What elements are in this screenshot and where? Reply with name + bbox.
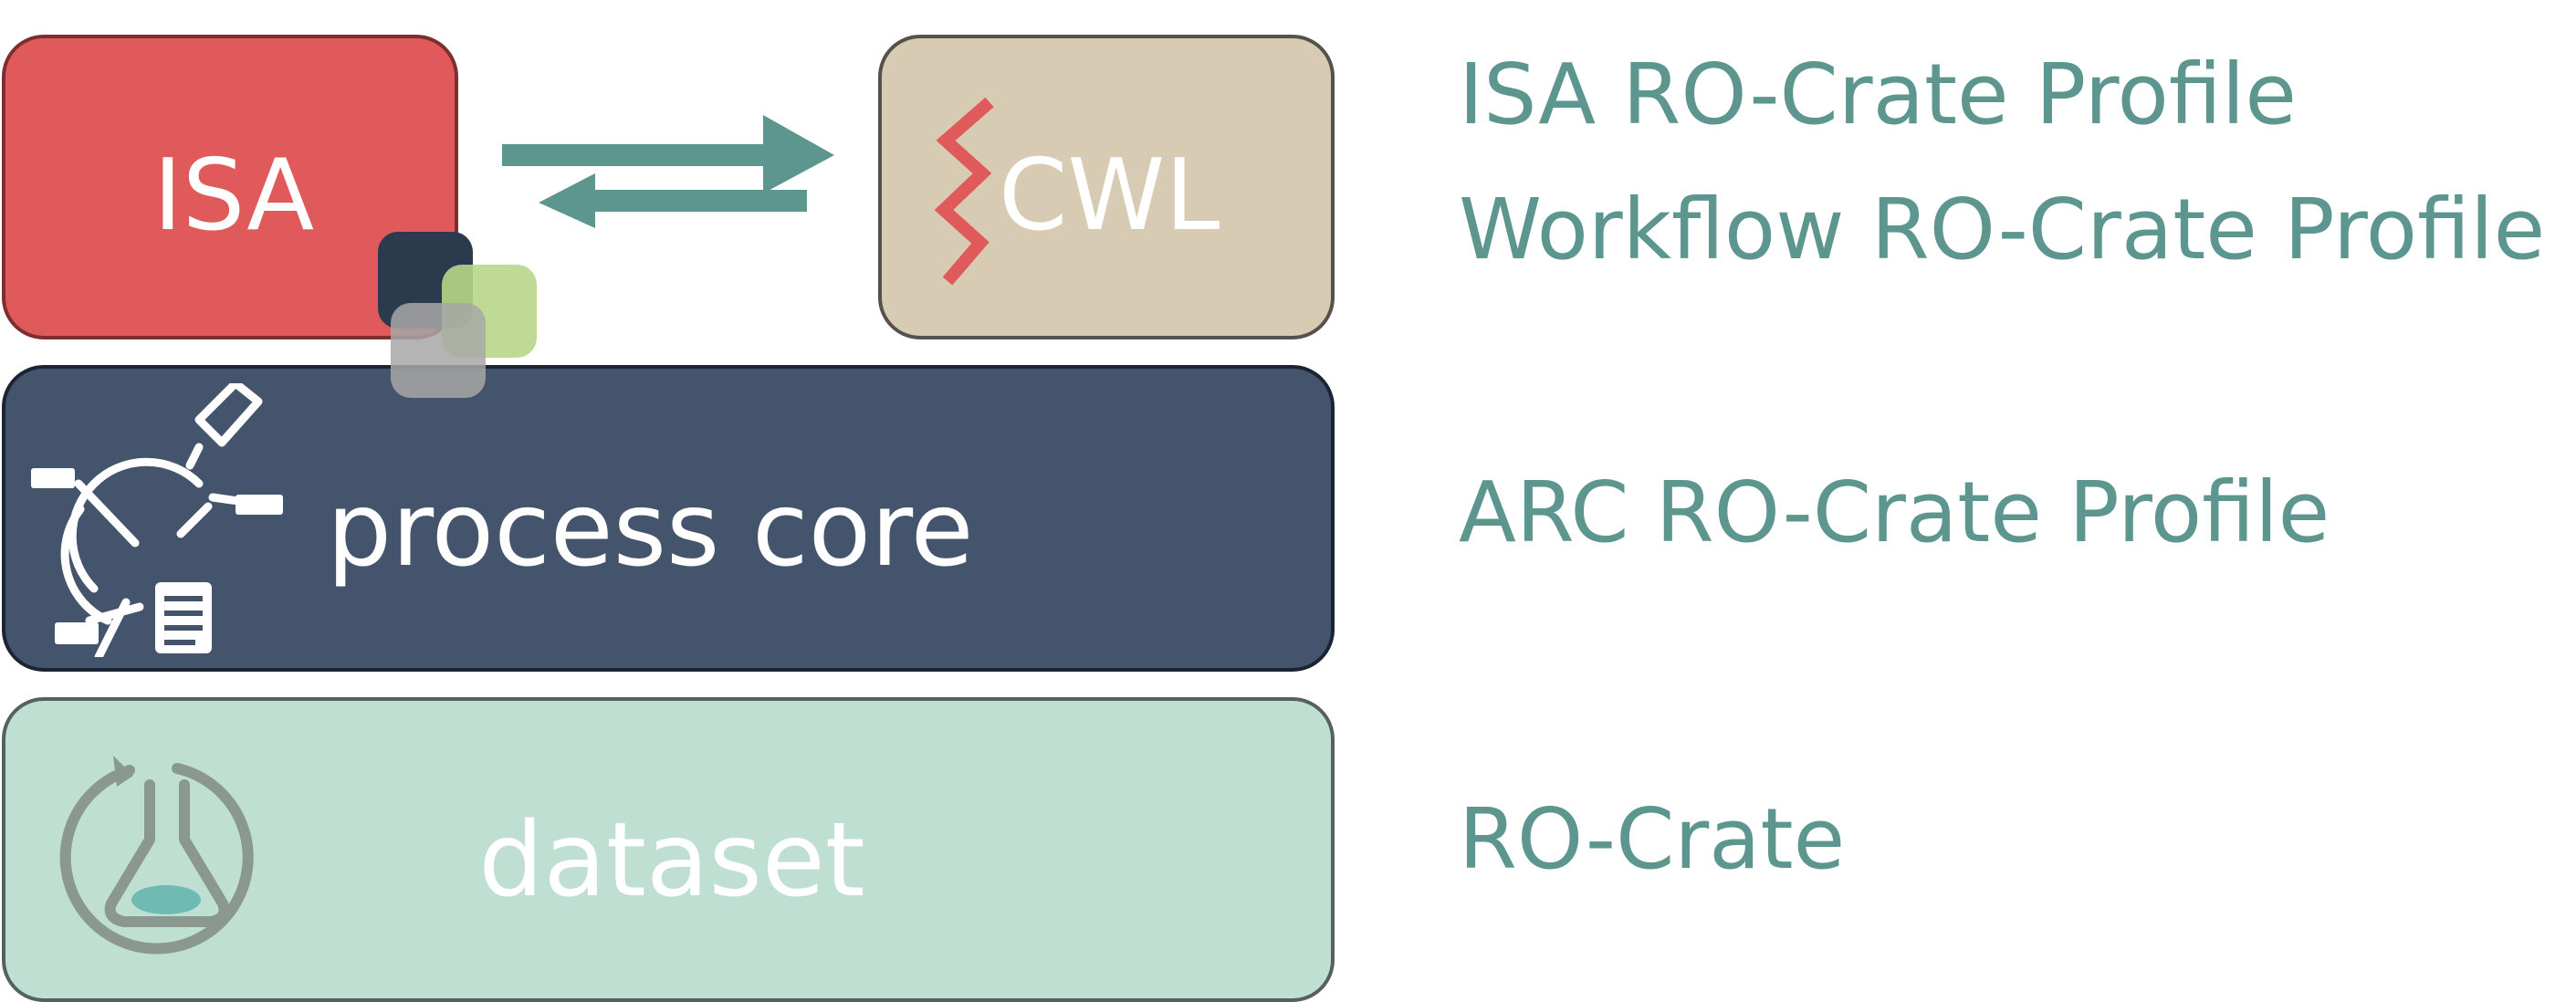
bidirectional-arrows-icon [502, 115, 834, 228]
dataset-box: dataset [2, 697, 1335, 1002]
process-core-label: process core [327, 471, 974, 590]
isa-box: ISA [2, 35, 458, 339]
arc-squares-icon [378, 232, 537, 398]
process-workflow-icon [31, 383, 283, 657]
dataset-flask-icon [59, 756, 254, 955]
cwl-label: CWL [999, 139, 1220, 253]
cwl-box: CWL [878, 35, 1335, 339]
dataset-label: dataset [478, 801, 865, 920]
profile-label-workflow: Workflow RO-Crate Profile [1459, 181, 2546, 278]
process-core-box: process core [2, 365, 1335, 672]
cwl-zigzag-icon [934, 97, 994, 286]
profile-label-ro-crate: RO-Crate [1459, 790, 1846, 888]
isa-label: ISA [152, 139, 315, 253]
profile-label-arc: ARC RO-Crate Profile [1459, 464, 2330, 561]
profile-label-isa: ISA RO-Crate Profile [1459, 46, 2297, 143]
